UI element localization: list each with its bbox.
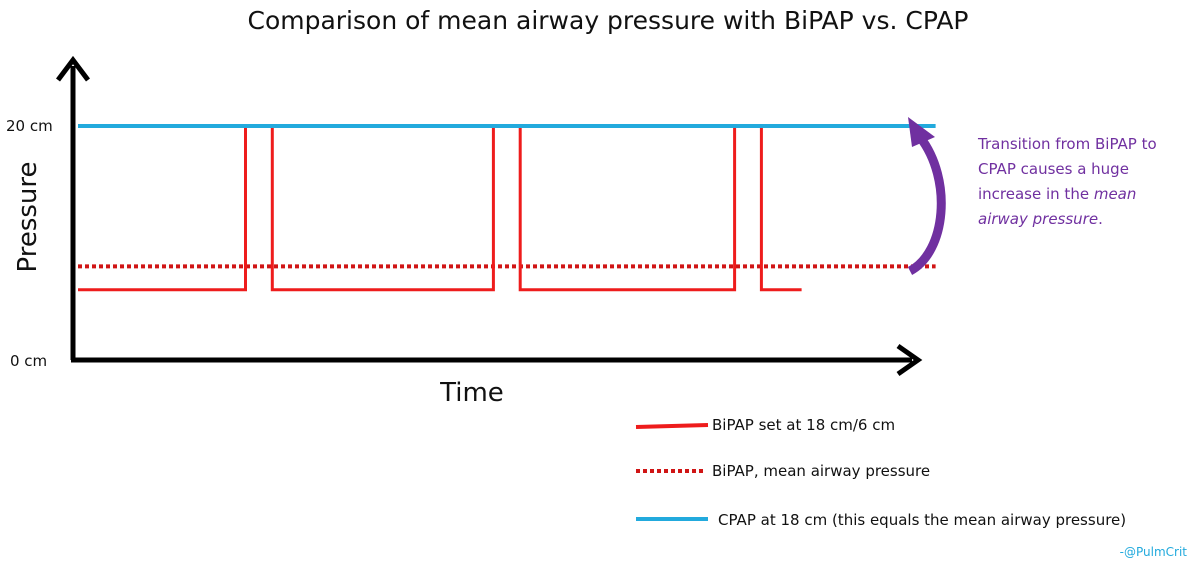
y-axis-arrowhead xyxy=(56,55,90,82)
annotation-segment: CPAP causes a huge xyxy=(978,160,1129,178)
annotation-segment: airway pressure xyxy=(978,210,1098,228)
annotation-text: Transition from BiPAP to CPAP causes a hu… xyxy=(977,135,1157,228)
annotation-segment: . xyxy=(1098,210,1103,228)
transition-arrow-shaft xyxy=(907,134,946,275)
legend-label-cpap: CPAP at 18 cm (this equals the mean airw… xyxy=(718,511,1126,529)
legend-label-bipap-mean: BiPAP, mean airway pressure xyxy=(712,462,930,480)
credit: -@PulmCrit xyxy=(1120,545,1188,559)
x-axis-label: Time xyxy=(439,378,504,408)
axes xyxy=(56,55,923,377)
legend-label-bipap: BiPAP set at 18 cm/6 cm xyxy=(712,416,895,434)
annotation-segment: increase in the xyxy=(978,185,1094,203)
annotation-segment: mean xyxy=(1094,185,1137,203)
annotation-segment: Transition from BiPAP to xyxy=(977,135,1157,153)
series-layer xyxy=(78,124,936,292)
transition-arrow-head xyxy=(908,117,935,147)
chart-title: Comparison of mean airway pressure with … xyxy=(247,6,968,35)
legend: BiPAP set at 18 cm/6 cm BiPAP, mean airw… xyxy=(635,416,1126,529)
legend-swatch-bipap xyxy=(635,423,709,429)
transition-arrow xyxy=(907,117,946,275)
y-axis-label: Pressure xyxy=(13,161,43,272)
x-axis-arrowhead xyxy=(896,343,923,377)
y-tick-label-20: 20 cm xyxy=(6,117,53,135)
y-tick-label-0: 0 cm xyxy=(10,352,47,370)
